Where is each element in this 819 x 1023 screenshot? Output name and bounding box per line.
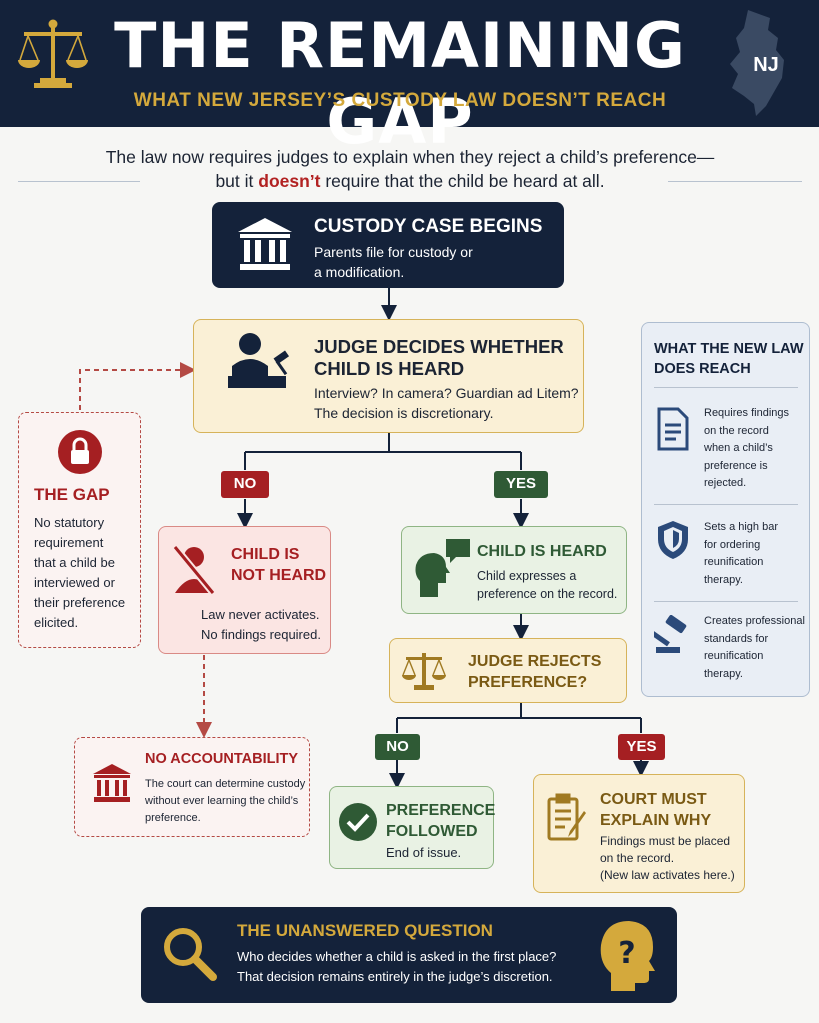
divider-left [18,181,140,182]
document-icon [656,407,690,451]
no-accountability-title: NO ACCOUNTABILITY [145,751,299,767]
reach-divider-3 [654,601,798,602]
header-banner [0,0,819,127]
question-title: THE UNANSWERED QUESTION [237,921,493,940]
head-question-icon: ? [597,917,657,993]
shield-icon [656,519,690,561]
divider-right [668,181,802,182]
scales-of-justice-icon [14,14,92,92]
unanswered-question-box: THE UNANSWERED QUESTION Who decides whet… [141,907,677,1003]
not-heard-description: Law never activates.No findings required… [201,607,321,642]
yes-label: YES [494,471,548,498]
page-subtitle: WHAT NEW JERSEY’S CUSTODY LAW DOESN’T RE… [133,90,667,111]
courthouse-icon-red [91,762,133,804]
document-pen-icon [546,793,590,843]
yes-label-2: YES [618,734,665,760]
gavel-icon [654,615,694,655]
no-label-2: NO [375,734,420,760]
new-jersey-map-icon [726,8,794,118]
intro-emphasis: doesn’t [258,171,321,191]
state-label: NJ [753,54,779,76]
no-label: NO [221,471,269,498]
question-description: Who decides whether a child is asked in … [237,949,557,984]
start-title: CUSTODY CASE BEGINS [314,216,543,237]
reach-divider-2 [654,504,798,505]
svg-text:?: ? [618,936,635,971]
speaking-child-icon [412,537,472,599]
judge-decides-description: Interview? In camera? Guardian ad Litem?… [314,385,579,421]
followed-description: End of issue. [386,845,462,860]
gap-title: THE GAP [34,485,110,504]
intro-line-1: The law now requires judges to explain w… [105,147,715,167]
no-accountability-box: NO ACCOUNTABILITY The court can determin… [74,737,310,837]
scales-icon [400,649,448,693]
intro-text: The law now requires judges to explain w… [60,145,760,193]
muted-person-icon [169,543,219,597]
reach-divider-1 [654,387,798,388]
checkmark-icon [338,802,378,842]
courthouse-icon [236,216,294,272]
intro-line-2: but it doesn’t require that the child be… [215,171,605,191]
magnifying-glass-icon [161,925,217,981]
judge-icon [222,330,304,390]
custody-case-begins-box: CUSTODY CASE BEGINS Parents file for cus… [212,202,564,288]
lock-icon [57,429,103,475]
heard-title: CHILD IS HEARD [477,543,607,560]
page-title: THE REMAINING GAP [114,9,686,158]
